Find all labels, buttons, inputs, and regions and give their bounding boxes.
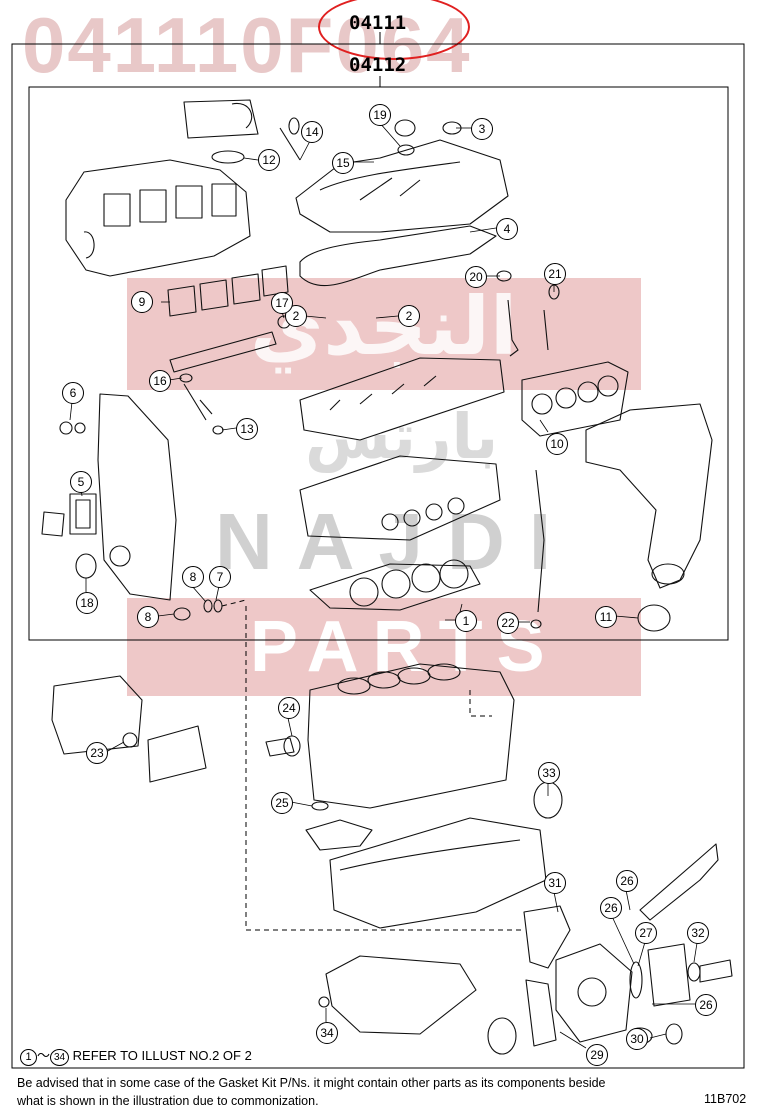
callout: 26	[695, 994, 717, 1016]
callout: 31	[544, 872, 566, 894]
callout: 2	[398, 305, 420, 327]
callout: 18	[76, 592, 98, 614]
refer-start: 1	[20, 1049, 37, 1066]
callout: 29	[586, 1044, 608, 1066]
callout: 30	[626, 1028, 648, 1050]
callout: 34	[316, 1022, 338, 1044]
callout: 6	[62, 382, 84, 404]
callout: 4	[496, 218, 518, 240]
callout: 13	[236, 418, 258, 440]
callout: 11	[595, 606, 617, 628]
callout: 20	[465, 266, 487, 288]
callout: 22	[497, 612, 519, 634]
callout: 7	[209, 566, 231, 588]
watermark-latin-sub: PARTS	[250, 607, 559, 687]
refer-end: 34	[50, 1049, 70, 1066]
callout: 26	[616, 870, 638, 892]
callout: 5	[70, 471, 92, 493]
watermark-arabic-sub: بارتس	[305, 400, 499, 473]
callout: 9	[131, 291, 153, 313]
disclaimer-note: Be advised that in some case of the Gask…	[17, 1076, 606, 1108]
watermark-latin-brand: NAJDI	[215, 497, 576, 586]
callout: 16	[149, 370, 171, 392]
illustration-code: 11B702	[704, 1092, 747, 1106]
callout: 23	[86, 742, 108, 764]
callout: 14	[301, 121, 323, 143]
highlight-circle	[318, 0, 470, 60]
watermark-banner-bottom	[127, 598, 641, 696]
callout: 2	[285, 305, 307, 327]
callout: 15	[332, 152, 354, 174]
callout: 10	[546, 433, 568, 455]
part-number-inner: 04112	[349, 54, 407, 76]
callout: 8	[182, 566, 204, 588]
callout: 26	[600, 897, 622, 919]
callout: 8	[137, 606, 159, 628]
callout: 12	[258, 149, 280, 171]
callout: 21	[544, 263, 566, 285]
callout: 3	[471, 118, 493, 140]
refer-text: REFER TO ILLUST NO.2 OF 2	[72, 1048, 252, 1063]
refer-note: 1～34 REFER TO ILLUST NO.2 OF 2	[20, 1045, 252, 1066]
callout: 27	[635, 922, 657, 944]
callout: 24	[278, 697, 300, 719]
callout: 25	[271, 792, 293, 814]
callout: 33	[538, 762, 560, 784]
refer-tilde: ～	[37, 1048, 51, 1063]
callout: 1	[455, 610, 477, 632]
callout: 17	[271, 292, 293, 314]
callout: 32	[687, 922, 709, 944]
watermark-banner-top	[127, 278, 641, 390]
callout: 19	[369, 104, 391, 126]
